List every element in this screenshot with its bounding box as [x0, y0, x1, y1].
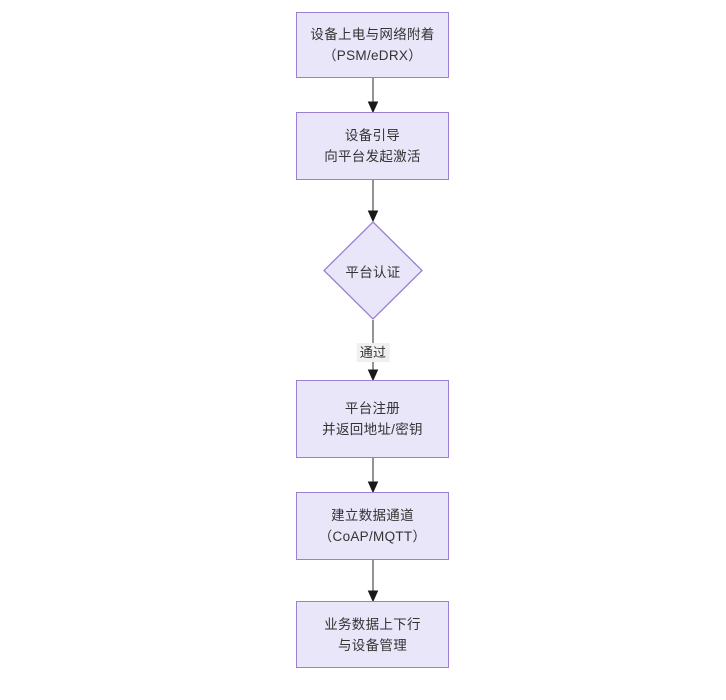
edge-n1-n2 — [367, 78, 379, 114]
node-device-power-on-line1: 设备上电与网络附着 — [310, 27, 435, 42]
node-platform-register[interactable]: 平台注册 并返回地址/密钥 — [296, 380, 449, 458]
node-device-power-on[interactable]: 设备上电与网络附着 （PSM/eDRX） — [296, 12, 449, 78]
node-business-data-line2: 与设备管理 — [338, 637, 407, 653]
node-business-data-line1: 业务数据上下行 — [324, 616, 421, 632]
node-device-bootstrap-line1: 设备引导 — [344, 128, 401, 143]
node-platform-auth-decision[interactable]: 平台认证 — [323, 221, 423, 320]
node-device-bootstrap[interactable]: 设备引导 向平台发起激活 — [296, 112, 449, 180]
node-device-power-on-line2: （PSM/eDRX） — [322, 48, 423, 63]
edge-n5-n6 — [367, 560, 379, 603]
node-data-channel-line1: 建立数据通道 — [331, 508, 414, 523]
node-data-channel-line2: （CoAP/MQTT） — [318, 529, 427, 544]
edge-label-pass: 通过 — [356, 343, 390, 362]
node-business-data[interactable]: 业务数据上下行 与设备管理 — [296, 601, 449, 668]
edge-n2-n3 — [367, 180, 379, 223]
diamond-shape — [323, 221, 423, 320]
node-platform-register-line2: 并返回地址/密钥 — [322, 422, 423, 437]
node-device-bootstrap-line2: 向平台发起激活 — [324, 149, 421, 164]
edge-n4-n5 — [367, 458, 379, 494]
node-data-channel[interactable]: 建立数据通道 （CoAP/MQTT） — [296, 492, 449, 560]
node-platform-register-line1: 平台注册 — [344, 401, 401, 416]
